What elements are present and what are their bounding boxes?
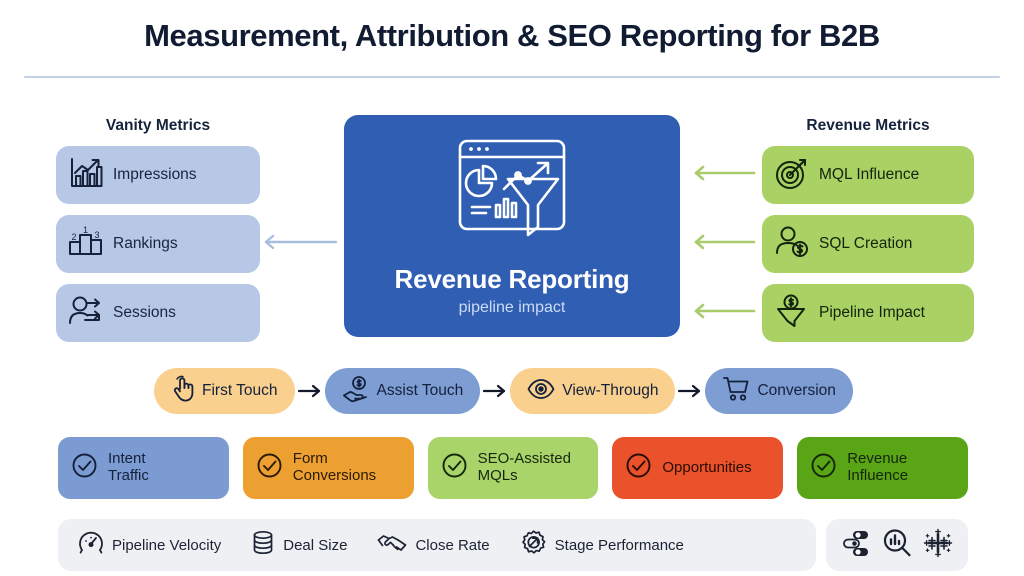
outcome-card-label: Revenue Influence — [847, 450, 909, 484]
arrow-sql-to-hub — [692, 234, 756, 255]
svg-text:3: 3 — [94, 230, 99, 240]
journey-step-conversion[interactable]: Conversion — [705, 368, 853, 414]
bottom-metric-deal-size[interactable]: Deal Size — [251, 530, 347, 561]
bottom-metrics-bar: Pipeline Velocity Deal Size Close Rate — [58, 519, 816, 571]
plus-grid-icon[interactable] — [923, 528, 953, 563]
arrow-right-icon — [295, 384, 325, 398]
outcome-card-revenue-influence[interactable]: Revenue Influence — [797, 437, 968, 499]
revenue-item-label: Pipeline Impact — [819, 304, 925, 321]
bottom-metric-stage-performance[interactable]: Stage Performance — [520, 529, 684, 561]
arrow-mql-to-hub — [692, 165, 756, 186]
bottom-metric-label: Deal Size — [283, 536, 348, 554]
outcome-card-label: Opportunities — [662, 458, 752, 476]
arrow-right-icon — [480, 384, 510, 398]
journey-step-assist-touch[interactable]: Assist Touch — [324, 368, 481, 414]
attribution-journey: First Touch Assist Touch — [154, 368, 870, 414]
vanity-metrics-heading: Vanity Metrics — [105, 117, 211, 134]
outcome-card-label: Intent Traffic — [108, 450, 149, 484]
check-circle-icon — [625, 452, 652, 484]
hub-title: Revenue Reporting — [394, 264, 630, 294]
toggle-switches-icon[interactable] — [841, 528, 871, 563]
title-divider — [24, 76, 1000, 78]
target-dart-icon — [774, 156, 810, 195]
svg-text:2: 2 — [71, 232, 76, 242]
bottom-metric-close-rate[interactable]: Close Rate — [377, 531, 490, 560]
vanity-item-label: Sessions — [113, 304, 176, 321]
arrow-hub-to-vanity — [262, 234, 338, 255]
vanity-item-label: Impressions — [113, 166, 197, 183]
check-circle-icon — [256, 452, 283, 484]
shopping-cart-icon — [722, 376, 750, 407]
arrow-pipeline-to-hub — [692, 303, 756, 324]
revenue-item-label: SQL Creation — [819, 235, 913, 252]
journey-step-first-touch[interactable]: First Touch — [154, 368, 295, 414]
bottom-metric-label: Pipeline Velocity — [112, 536, 222, 554]
outcome-card-label: SEO-Assisted MQLs — [477, 450, 571, 484]
vanity-item-label: Rankings — [113, 235, 178, 252]
vanity-item-sessions[interactable]: Sessions — [56, 284, 260, 342]
revenue-item-label: MQL Influence — [819, 166, 920, 183]
header: Measurement, Attribution & SEO Reporting… — [0, 0, 1024, 84]
tap-cursor-icon — [171, 375, 195, 408]
outcome-card-intent-traffic[interactable]: Intent Traffic — [58, 437, 229, 499]
check-circle-icon — [71, 452, 98, 484]
bar-chart-trend-icon — [68, 156, 104, 195]
outcome-card-form-conversions[interactable]: Form Conversions — [242, 437, 414, 499]
check-circle-icon — [441, 452, 468, 484]
hub-subtitle: pipeline impact — [458, 299, 566, 316]
hand-dollar-icon — [342, 375, 370, 408]
gear-arrow-icon — [520, 529, 547, 561]
arrow-right-icon — [675, 384, 705, 398]
coin-stack-icon — [251, 530, 275, 561]
vanity-item-rankings[interactable]: 1 2 3 Rankings — [56, 215, 260, 273]
magnifier-bars-icon[interactable] — [882, 528, 912, 563]
outcome-card-label: Form Conversions — [292, 450, 377, 484]
user-sessions-icon — [68, 294, 104, 333]
page-title: Measurement, Attribution & SEO Reporting… — [144, 18, 880, 53]
outcome-card-seo-assisted-mqls[interactable]: SEO-Assisted MQLs — [427, 437, 599, 499]
journey-step-label: View-Through — [562, 382, 659, 399]
handshake-icon — [377, 531, 407, 560]
check-circle-icon — [810, 452, 837, 484]
user-dollar-icon — [774, 225, 810, 264]
journey-step-view-through[interactable]: View-Through — [510, 368, 676, 414]
tool-logos-bar — [826, 519, 968, 571]
speedometer-icon — [78, 530, 104, 561]
bottom-metric-label: Close Rate — [415, 536, 490, 554]
outcome-card-opportunities[interactable]: Opportunities — [612, 437, 784, 499]
outcome-cards: Intent Traffic Form Conversions SEO-Assi… — [58, 437, 968, 499]
revenue-metrics-heading: Revenue Metrics — [806, 117, 930, 134]
journey-step-label: Conversion — [757, 382, 836, 399]
eye-icon — [527, 378, 555, 405]
funnel-dollar-icon — [774, 294, 810, 333]
revenue-item-mql-influence[interactable]: MQL Influence — [762, 146, 974, 204]
svg-text:1: 1 — [83, 225, 88, 235]
revenue-reporting-hub[interactable]: Revenue Reporting pipeline impact — [344, 115, 680, 337]
revenue-item-pipeline-impact[interactable]: Pipeline Impact — [762, 284, 974, 342]
vanity-item-impressions[interactable]: Impressions — [56, 146, 260, 204]
journey-step-label: First Touch — [202, 382, 278, 399]
dashboard-funnel-icon — [448, 135, 576, 256]
journey-step-label: Assist Touch — [376, 382, 464, 399]
podium-ranking-icon: 1 2 3 — [68, 225, 104, 264]
revenue-item-sql-creation[interactable]: SQL Creation — [762, 215, 974, 273]
bottom-metric-pipeline-velocity[interactable]: Pipeline Velocity — [78, 530, 221, 561]
bottom-metric-label: Stage Performance — [554, 536, 684, 554]
